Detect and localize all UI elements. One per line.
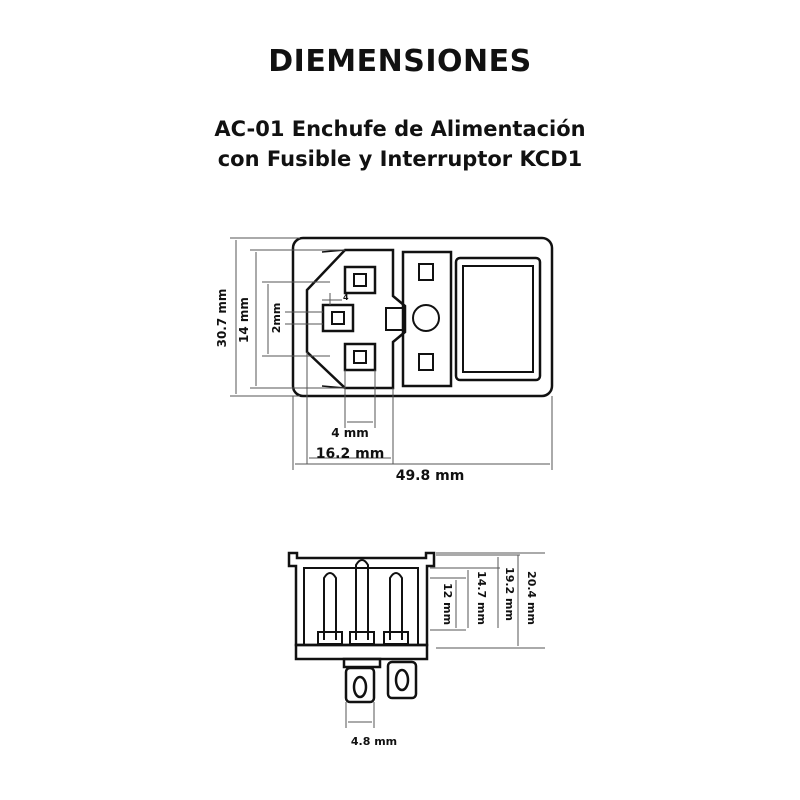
middle-pin-socket <box>321 303 355 333</box>
dim-pin-width-label: 4 mm <box>331 426 369 440</box>
side-terminals <box>344 660 418 704</box>
side-base-block <box>294 643 429 661</box>
rocker-switch-bezel <box>454 256 542 382</box>
front-dimensions <box>230 237 553 470</box>
bottom-pin-contact <box>353 350 367 364</box>
side-top-flange <box>287 551 436 647</box>
dim-14-7-label: 14.7 mm <box>475 571 488 625</box>
fuse-top-slot <box>418 263 434 281</box>
page-subtitle: AC-01 Enchufe de Alimentación con Fusibl… <box>0 114 800 174</box>
subtitle-line-2: con Fusible y Interruptor KCD1 <box>217 147 583 171</box>
side-pins <box>317 559 409 645</box>
side-base-step <box>342 657 382 669</box>
iec-inlet-outline <box>305 248 407 390</box>
dim-pin-spacing-label: 2mm <box>270 303 283 334</box>
side-view <box>287 551 436 704</box>
dim-12-label: 12 mm <box>441 583 454 625</box>
rocker-switch-button <box>462 265 534 373</box>
bottom-pin-socket <box>343 342 377 372</box>
dim-inlet-height-label: 14 mm <box>237 297 251 343</box>
dim-inlet-width-label: 16.2 mm <box>316 446 385 462</box>
top-pin-socket <box>343 265 377 295</box>
dim-total-width-label: 49.8 mm <box>396 468 465 484</box>
fuse-cap <box>412 304 440 332</box>
side-dimensions <box>345 552 545 728</box>
front-view <box>291 236 554 398</box>
side-inner-cavity <box>303 567 419 646</box>
inlet-side-tab <box>385 307 405 331</box>
dim-terminal-width-label: 4.8 mm <box>351 735 397 748</box>
page-title: DIEMENSIONES <box>268 44 532 79</box>
dim-19-2-label: 19.2 mm <box>503 567 516 621</box>
middle-pin-contact <box>331 311 345 325</box>
subtitle-line-1: AC-01 Enchufe de Alimentación <box>214 117 586 141</box>
top-pin-contact <box>353 273 367 287</box>
dim-small-marker-label: 4 <box>343 293 349 302</box>
dim-20-4-label: 20.4 mm <box>525 571 538 625</box>
fuse-holder <box>401 250 453 388</box>
front-outer-body <box>291 236 554 398</box>
dim-total-height-label: 30.7 mm <box>215 289 229 348</box>
fuse-bottom-slot <box>418 353 434 371</box>
